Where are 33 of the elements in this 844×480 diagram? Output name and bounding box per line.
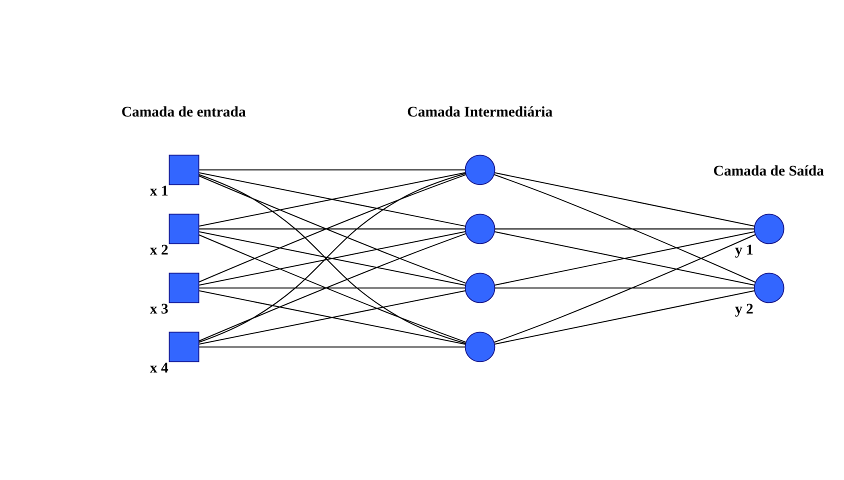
connector [494,172,755,227]
node-circle [464,154,496,186]
node-label: x 1 [150,184,168,200]
node-box [168,154,200,186]
connector [494,287,754,288]
connector [199,287,466,288]
node-circle [464,332,496,362]
connector [494,290,755,345]
node-label: x 4 [150,360,168,377]
label: Camada de Saída [713,163,824,180]
connector [494,228,754,230]
label: Camada Intermediária [407,104,553,120]
node-label: y 1 [734,242,754,259]
connector [199,231,466,286]
node-label: x 3 [150,302,168,318]
node-label: x 2 [150,242,168,259]
node-box [168,214,200,244]
connector [494,234,756,343]
node-box [168,272,200,304]
node-circle [754,272,784,304]
connector [199,290,466,345]
connector [199,228,466,230]
node-box [168,332,200,362]
label: Camada de entrada [121,104,246,120]
connector [199,169,466,170]
node-circle [754,214,784,244]
node-circle [464,214,496,244]
connector [199,346,466,348]
node-label: y 2 [734,302,754,318]
connector [494,231,755,286]
connector [199,172,466,227]
node-circle [464,272,496,304]
connector [494,174,756,283]
